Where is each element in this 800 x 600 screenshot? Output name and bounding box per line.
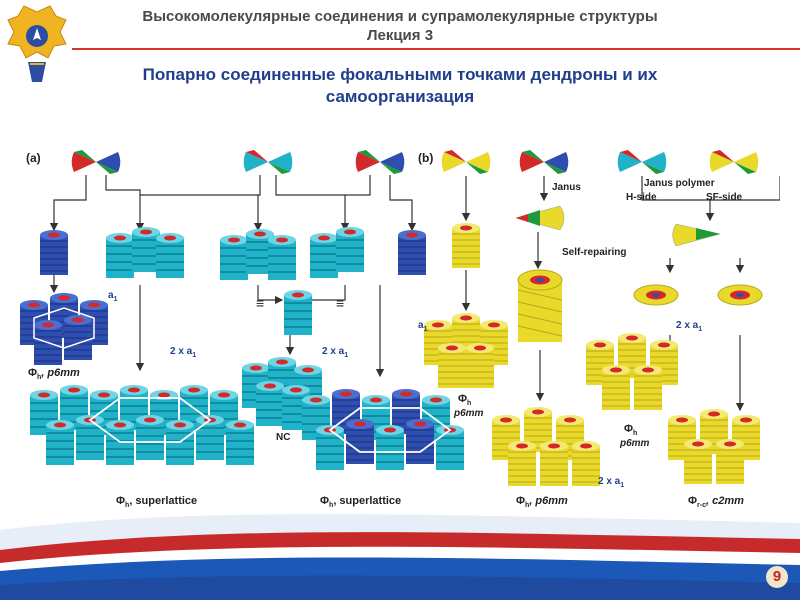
large-yellow-cylinder (517, 269, 563, 342)
a1-label: a1 (108, 290, 118, 303)
superlattice-label-left: Φh, superlattice (116, 495, 197, 509)
janus-label: Janus (552, 182, 581, 193)
disk-top-view (633, 284, 679, 306)
yellow-lattice-bottom (491, 406, 601, 487)
a1-label-b: a1 (418, 320, 428, 333)
cyan-bundle-mid (219, 228, 297, 281)
dendron-pair-icon (355, 150, 405, 174)
two-a1-label-b: 2 x a1 (676, 320, 702, 333)
slide-title-line-2: самоорганизация (325, 87, 475, 106)
cyan-bundle-right (309, 226, 365, 279)
dendron-pair-icon (617, 150, 667, 174)
header-divider (72, 48, 800, 50)
panel-a-label: (a) (26, 151, 41, 165)
phi-h-lattice-small (20, 292, 109, 366)
yellow-lattice-c2mm (667, 408, 761, 485)
university-emblem-icon (7, 5, 67, 82)
two-a1-label: 2 x a1 (170, 346, 196, 359)
equivalence-sign: ≡ (256, 295, 264, 311)
blue-column (39, 229, 69, 276)
self-repairing-label: Self-repairing (562, 247, 626, 258)
janus-polymer-label: Janus polymer (644, 178, 715, 189)
phi-h-label-b: Φh (458, 393, 471, 407)
p6mm-label-b: p6mm (453, 408, 484, 419)
superlattice-label-right: Φh, superlattice (320, 495, 401, 509)
yellow-hex-lattice (423, 312, 509, 389)
yellow-column (451, 222, 481, 269)
dendron-self-assembly-figure: (a) (b) (20, 150, 780, 509)
equivalence-sign: ≡ (336, 295, 344, 311)
phi-h-p6mm-label-bottom: Φh, p6mm (516, 495, 568, 509)
cyan-column (283, 289, 313, 336)
dendron-pair-icon (71, 150, 121, 174)
slide-title-line-1: Попарно соединенные фокальными точками д… (142, 65, 658, 84)
dendron-pair-icon (519, 150, 569, 174)
phi-h-label-mid: Φh (624, 423, 637, 437)
course-title: Высокомолекулярные соединения и супрамол… (142, 8, 658, 25)
lecture-number: Лекция 3 (366, 27, 434, 44)
panel-b-label: (b) (418, 151, 433, 165)
page-number: 9 (766, 566, 788, 588)
disk-top-view (717, 284, 763, 306)
dendron-pair-icon (441, 150, 491, 174)
superlattice-left (29, 384, 255, 466)
phi-rc-c2mm-label: Φr-c, c2mm (688, 495, 744, 509)
nc-label: NC (276, 432, 290, 443)
footer-wave-decoration (0, 514, 800, 600)
superlattice-right (301, 388, 465, 471)
yellow-lattice-mid (585, 332, 679, 411)
cyan-bundle-left (105, 226, 185, 279)
p6mm-label-mid: p6mm (619, 438, 650, 449)
dendron-pair-icon (709, 150, 759, 174)
phi-h-p6mm-label: Φh, p6mm (28, 367, 80, 381)
blue-column (397, 229, 427, 276)
sf-side-label: SF-side (706, 192, 743, 203)
two-a1-label-right: 2 x a1 (322, 346, 348, 359)
two-a1-label-bottom: 2 x a1 (598, 476, 624, 489)
dendron-pair-icon (243, 150, 293, 174)
